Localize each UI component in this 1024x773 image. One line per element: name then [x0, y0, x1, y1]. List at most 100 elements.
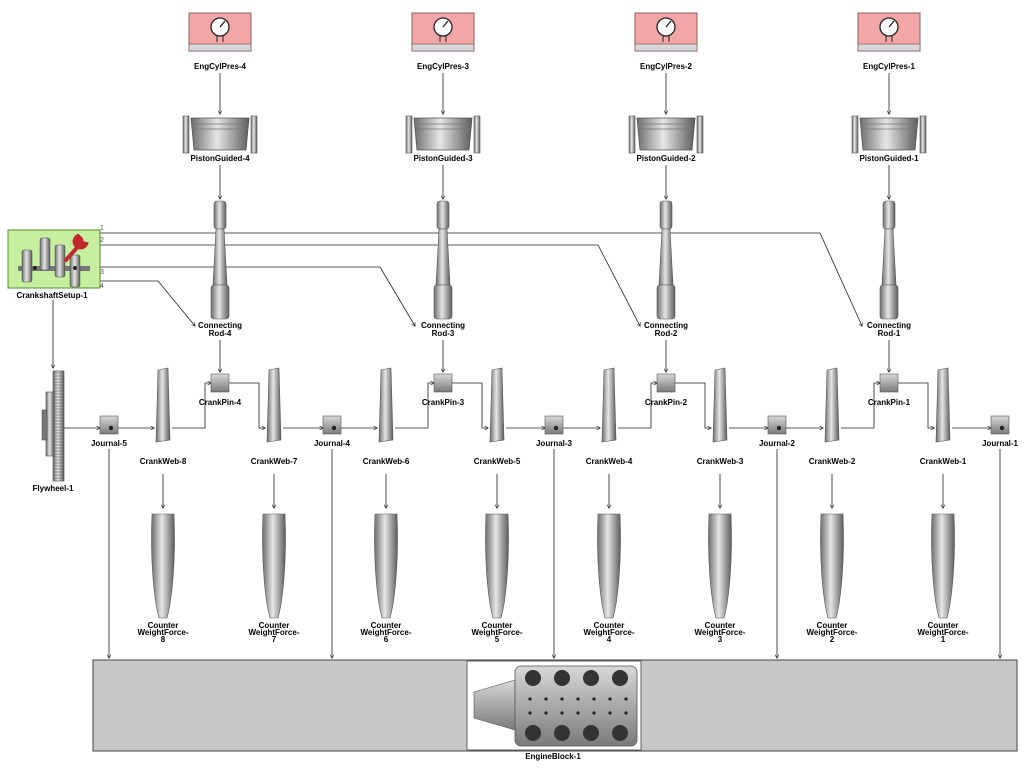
port-label: 2	[100, 237, 104, 244]
crankpin-block[interactable]: CrankPin-2	[645, 373, 688, 407]
port-label: 1	[100, 225, 104, 232]
connection-wire	[395, 383, 434, 429]
journal-block[interactable]: Journal-4	[314, 415, 351, 448]
pressure-gauge-block[interactable]: EngCylPres-3	[411, 12, 475, 71]
crankweb-block[interactable]: CrankWeb-2	[809, 367, 856, 466]
crankpin-block[interactable]: CrankPin-3	[422, 373, 465, 407]
rod-label: Rod-1	[878, 329, 901, 338]
counterweight-label: WeightForce-	[138, 628, 189, 637]
crankweb-label: CrankWeb-5	[474, 457, 521, 466]
counterweight-icon	[708, 513, 732, 619]
piston-block[interactable]: PistonGuided-1	[851, 115, 927, 163]
flywheel-block[interactable]: Flywheel-1	[33, 370, 74, 493]
engine-block-icon	[473, 665, 638, 747]
crankpin-icon	[210, 373, 230, 393]
flywheel-label: Flywheel-1	[33, 484, 74, 493]
crankweb-block[interactable]: CrankWeb-7	[251, 367, 298, 466]
crankweb-icon	[824, 367, 840, 443]
counterweight-label: WeightForce-	[807, 628, 858, 637]
crankweb-block[interactable]: CrankWeb-3	[697, 367, 744, 466]
crankweb-label: CrankWeb-2	[809, 457, 856, 466]
journal-label: Journal-5	[91, 439, 128, 448]
connection-wire	[675, 382, 711, 428]
journal-icon	[990, 415, 1010, 435]
crankweb-block[interactable]: CrankWeb-4	[586, 367, 633, 466]
wrench-icon	[64, 233, 89, 262]
crankpin-block[interactable]: CrankPin-4	[199, 373, 242, 407]
counterweight-icon	[597, 513, 621, 619]
piston-block[interactable]: PistonGuided-2	[628, 115, 704, 163]
journal-label: Journal-3	[536, 439, 573, 448]
counterweight-label: Counter	[482, 621, 513, 630]
journal-block[interactable]: Journal-5	[91, 415, 128, 448]
connection-wire	[841, 383, 880, 429]
piston-icon	[413, 117, 473, 151]
counterweight-label: Counter	[148, 621, 179, 630]
counterweight-label: 7	[272, 635, 277, 644]
counterweight-label: Counter	[259, 621, 290, 630]
piston-block[interactable]: PistonGuided-3	[405, 115, 481, 163]
counterweight-label: 4	[607, 635, 612, 644]
journal-block[interactable]: Journal-1	[982, 415, 1019, 448]
crankshaft-icon	[18, 237, 90, 288]
crankpin-block[interactable]: CrankPin-1	[868, 373, 911, 407]
counterweight-icon	[374, 513, 398, 619]
journal-label: Journal-1	[982, 439, 1019, 448]
crankweb-icon	[155, 367, 171, 443]
crankweb-block[interactable]: CrankWeb-8	[140, 367, 187, 466]
journal-block[interactable]: Journal-2	[759, 415, 796, 448]
piston-label: PistonGuided-3	[413, 154, 473, 163]
connection-wire	[229, 382, 265, 428]
journal-block[interactable]: Journal-3	[536, 415, 573, 448]
counterweight-icon	[931, 513, 955, 619]
engine-block-label: EngineBlock-1	[525, 752, 581, 761]
gauge-label: EngCylPres-3	[417, 62, 470, 71]
pressure-gauge-block[interactable]: EngCylPres-1	[857, 12, 921, 71]
counterweight-label: WeightForce-	[584, 628, 635, 637]
crankweb-icon	[712, 367, 728, 443]
engine-block[interactable]: EngineBlock-1	[92, 659, 1018, 761]
journal-icon	[99, 415, 119, 435]
pressure-gauge-block[interactable]: EngCylPres-4	[188, 12, 252, 71]
pressure-gauge-block[interactable]: EngCylPres-2	[634, 12, 698, 71]
connecting-rod-icon	[658, 228, 674, 286]
gauge-label: EngCylPres-2	[640, 62, 693, 71]
crankpin-icon	[656, 373, 676, 393]
connection-wire	[100, 266, 415, 326]
counterweight-label: Counter	[817, 621, 848, 630]
counterweight-label: WeightForce-	[695, 628, 746, 637]
connection-wire	[100, 232, 862, 326]
crankpin-icon	[879, 373, 899, 393]
crankweb-label: CrankWeb-6	[363, 457, 410, 466]
gauge-label: EngCylPres-1	[863, 62, 916, 71]
crankshaft-setup-label: CrankshaftSetup-1	[16, 291, 88, 300]
journal-label: Journal-2	[759, 439, 796, 448]
counterweight-label: Counter	[928, 621, 959, 630]
crankweb-block[interactable]: CrankWeb-1	[920, 367, 967, 466]
crankweb-label: CrankWeb-1	[920, 457, 967, 466]
crankweb-icon	[935, 367, 951, 443]
crankweb-icon	[601, 367, 617, 443]
crankweb-label: CrankWeb-7	[251, 457, 298, 466]
crankweb-block[interactable]: CrankWeb-6	[363, 367, 410, 466]
piston-block[interactable]: PistonGuided-4	[182, 115, 258, 163]
rod-label: Connecting	[421, 321, 465, 330]
crankpin-label: CrankPin-2	[645, 398, 688, 407]
counterweight-label: Counter	[705, 621, 736, 630]
crankweb-block[interactable]: CrankWeb-5	[474, 367, 521, 466]
counterweight-icon	[820, 513, 844, 619]
